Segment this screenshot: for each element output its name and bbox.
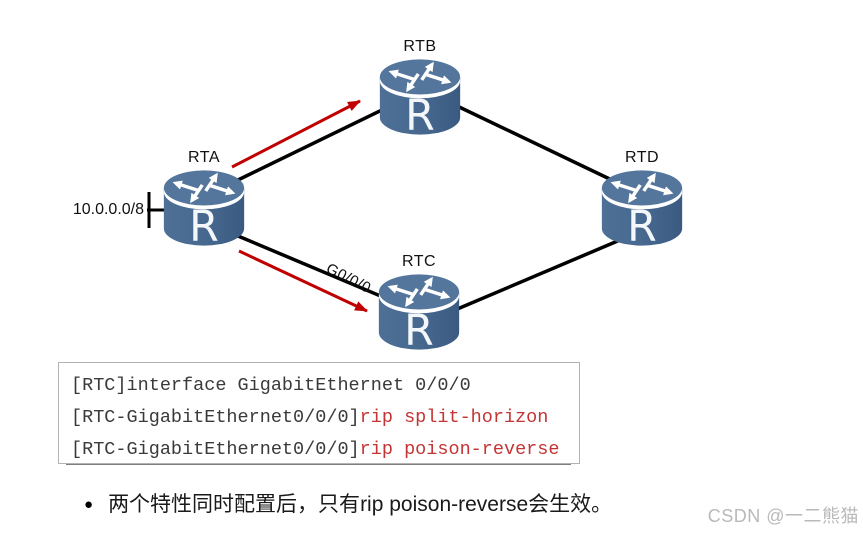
router-rtc-icon	[376, 271, 462, 353]
link-rtb-rtd	[454, 103, 619, 185]
cli-command: rip split-horizon	[359, 407, 549, 428]
network-address-label: 10.0.0.0/8	[72, 201, 144, 218]
router-rta: RTA	[161, 148, 247, 249]
link-rta-rtc	[237, 234, 391, 302]
router-rtd-label: RTD	[624, 149, 660, 166]
note-text-command: rip poison-reverse	[360, 493, 529, 516]
router-rtb-label: RTB	[403, 38, 437, 55]
cli-prompt: [RTC-GigabitEthernet0/0/0]	[71, 439, 360, 460]
router-rtc: RTC	[376, 252, 462, 353]
router-rtd-icon	[599, 167, 685, 249]
router-rtb-icon	[377, 56, 463, 138]
console-line: [RTC]interface GigabitEthernet 0/0/0	[71, 370, 579, 402]
console-line: [RTC-GigabitEthernet0/0/0]rip split-hori…	[71, 402, 579, 434]
bullet-icon: ●	[84, 496, 94, 513]
router-rta-label: RTA	[187, 149, 221, 166]
cli-command: rip poison-reverse	[359, 439, 560, 460]
link-rtc-rtd	[454, 238, 621, 312]
router-rtd: RTD	[599, 148, 685, 249]
cli-prompt: [RTC]interface GigabitEthernet 0/0/0	[71, 375, 471, 396]
router-rtb: RTB	[377, 37, 463, 138]
console-box: [RTC]interface GigabitEthernet 0/0/0 [RT…	[58, 362, 580, 464]
router-rta-icon	[161, 167, 247, 249]
note-text: 两个特性同时配置后，只有rip poison-reverse会生效。	[108, 492, 612, 518]
update-arrow-rta-rtb	[231, 99, 361, 169]
update-arrow-rta-rtc	[238, 249, 368, 313]
console-line: [RTC-GigabitEthernet0/0/0]rip poison-rev…	[71, 434, 579, 466]
note-text-before: 两个特性同时配置后，只有	[108, 493, 361, 516]
cli-prompt: [RTC-GigabitEthernet0/0/0]	[71, 407, 360, 428]
note-text-after: 会生效。	[528, 493, 613, 516]
watermark: CSDN @一二熊猫	[707, 506, 859, 526]
router-rtc-label: RTC	[401, 253, 437, 270]
link-rta-rtb	[237, 104, 391, 182]
bullet-note: ● 两个特性同时配置后，只有rip poison-reverse会生效。	[84, 492, 612, 518]
